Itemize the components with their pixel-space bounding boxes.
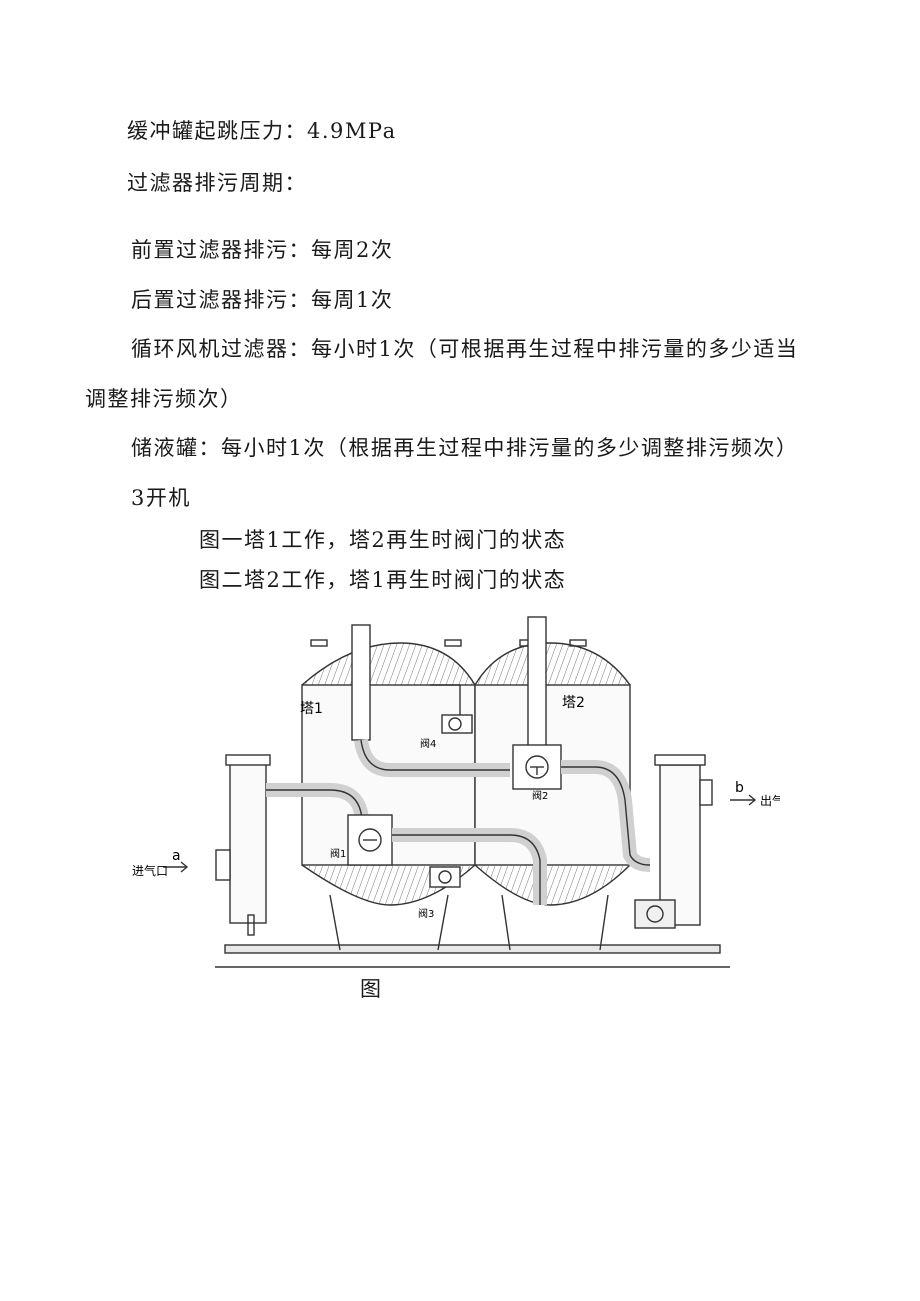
valve4-label: 阀4 bbox=[420, 737, 436, 750]
fan-filter-drain: 循环风机过滤器：每小时1次（可根据再生过程中排污量的多少适当 bbox=[131, 337, 799, 361]
dryer-system-diagram: 塔1 塔2 阀1 阀2 阀3 阀4 a 进气口 b 出气口 bbox=[130, 605, 780, 980]
fan-filter-drain-continued: 调整排污频次） bbox=[85, 387, 243, 411]
post-filter-drain: 后置过滤器排污：每周1次 bbox=[131, 288, 394, 312]
dryer-system-svg: 塔1 塔2 阀1 阀2 阀3 阀4 a 进气口 b 出气口 bbox=[132, 616, 780, 968]
outlet-label: 出气口 bbox=[760, 793, 780, 808]
tower1-label: 塔1 bbox=[300, 701, 323, 717]
section-startup-heading: 3开机 bbox=[131, 486, 191, 510]
outlet-letter: b bbox=[735, 780, 744, 796]
valve2-label: 阀2 bbox=[532, 789, 548, 802]
valve1-label: 阀1 bbox=[330, 847, 346, 860]
left-filter bbox=[215, 754, 271, 936]
tower-2 bbox=[474, 639, 631, 951]
figure2-description: 图二塔2工作，塔1再生时阀门的状态 bbox=[199, 568, 567, 592]
inlet-letter: a bbox=[172, 848, 181, 864]
valve-4 bbox=[441, 714, 473, 734]
base-platform bbox=[224, 944, 721, 954]
valve-2 bbox=[512, 744, 562, 790]
valve-3 bbox=[429, 866, 461, 888]
buffer-tank-pressure: 缓冲罐起跳压力：4.9MPa bbox=[127, 119, 397, 143]
inlet-label: 进气口 bbox=[132, 863, 168, 878]
figure1-description: 图一塔1工作，塔2再生时阀门的状态 bbox=[199, 528, 567, 552]
valve-1 bbox=[347, 814, 393, 866]
filter-drain-cycle-heading: 过滤器排污周期： bbox=[127, 171, 307, 195]
tower1-top-pipe bbox=[351, 624, 371, 741]
tower2-label: 塔2 bbox=[562, 695, 585, 711]
fan-motor bbox=[634, 899, 676, 929]
right-filter bbox=[654, 754, 713, 926]
liquid-tank-drain: 储液罐：每小时1次（根据再生过程中排污量的多少调整排污频次） bbox=[131, 436, 799, 460]
valve3-label: 阀3 bbox=[418, 907, 434, 920]
figure-caption: 图 bbox=[360, 977, 381, 1001]
pre-filter-drain: 前置过滤器排污：每周2次 bbox=[131, 238, 394, 262]
